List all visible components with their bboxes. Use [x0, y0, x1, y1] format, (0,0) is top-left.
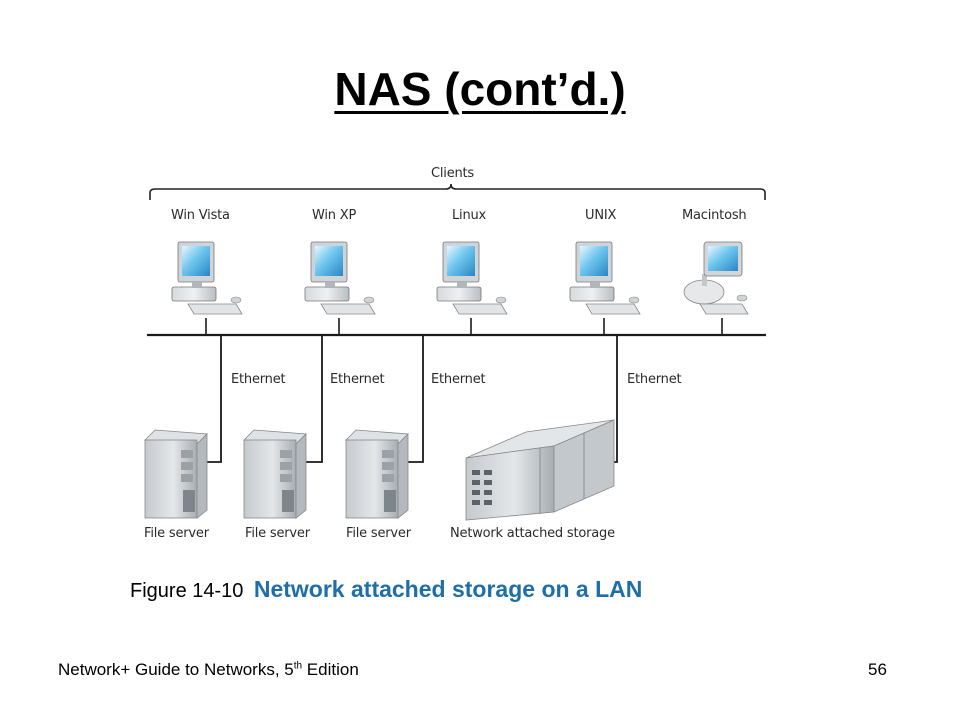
- nas-rack-icon: [465, 419, 615, 521]
- server-1-ethernet-line: [205, 335, 222, 463]
- imac-computer-icon: [683, 241, 749, 315]
- footer-book-title: Network+ Guide to Networks, 5th Edition: [58, 660, 359, 680]
- tower-server-icon: [345, 429, 409, 519]
- figure-number: Figure 14-10: [130, 580, 244, 602]
- server-3-ethernet-line: [408, 335, 424, 463]
- page-number: 56: [868, 660, 887, 679]
- server-label: File server: [245, 526, 310, 541]
- figure-caption: Figure 14-10 Network attached storage on…: [130, 576, 642, 603]
- client-label: Win XP: [312, 208, 357, 223]
- ethernet-link-label: Ethernet: [330, 372, 385, 387]
- storage-label: Network attached storage: [450, 526, 615, 541]
- clients-brace: [149, 183, 766, 200]
- desktop-computer-icon: [171, 241, 243, 315]
- server-2-ethernet-line: [306, 335, 323, 463]
- tower-server-icon: [144, 429, 208, 519]
- client-label: Macintosh: [682, 208, 747, 223]
- figure-caption-text: Network attached storage on a LAN: [253, 576, 643, 602]
- server-label: File server: [144, 526, 209, 541]
- ethernet-link-label: Ethernet: [231, 372, 286, 387]
- clients-group-label: Clients: [431, 166, 475, 181]
- desktop-computer-icon: [304, 241, 376, 315]
- footer-edition-superscript: th: [293, 660, 303, 672]
- slide-title-text: NAS (cont’d.): [334, 63, 626, 115]
- slide-title: NAS (cont’d.): [0, 62, 960, 116]
- ethernet-link-label: Ethernet: [431, 372, 486, 387]
- footer-edition-word: Edition: [302, 660, 359, 679]
- footer-book-name: Network+ Guide to Networks, 5: [58, 660, 294, 679]
- tower-server-icon: [243, 429, 307, 519]
- client-label: Linux: [452, 208, 487, 223]
- desktop-computer-icon: [569, 241, 641, 315]
- server-label: File server: [346, 526, 411, 541]
- desktop-computer-icon: [436, 241, 508, 315]
- client-label: UNIX: [585, 208, 617, 223]
- client-label: Win Vista: [171, 208, 230, 223]
- ethernet-link-label: Ethernet: [627, 372, 682, 387]
